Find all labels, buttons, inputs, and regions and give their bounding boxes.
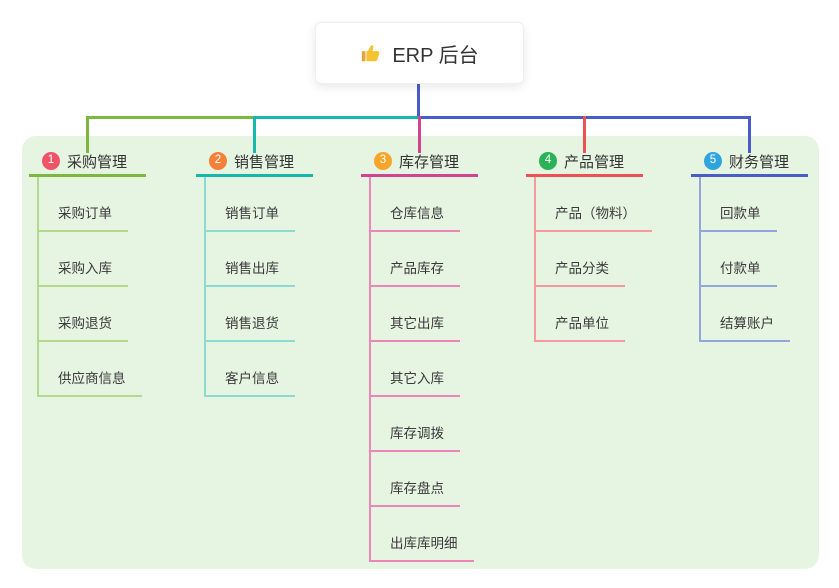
branches-panel <box>22 136 819 569</box>
branch-underline-4 <box>526 174 643 177</box>
child-node[interactable]: 产品分类 <box>534 260 625 287</box>
branch-drop-line-1 <box>86 116 89 153</box>
branch-badge: 3 <box>374 152 392 170</box>
branch-node-4[interactable]: 4 产品管理 <box>526 149 624 173</box>
root-node[interactable]: ERP 后台 <box>315 22 524 84</box>
branch-drop-line-3 <box>418 116 421 153</box>
child-node[interactable]: 产品单位 <box>534 315 625 342</box>
branch-drop-line-2 <box>253 116 256 153</box>
child-node[interactable]: 销售退货 <box>204 315 295 342</box>
child-node[interactable]: 仓库信息 <box>369 205 460 232</box>
child-node[interactable]: 采购退货 <box>37 315 128 342</box>
branch-label: 采购管理 <box>67 153 128 171</box>
connector-bus-middle <box>253 116 421 119</box>
branch-label: 财务管理 <box>729 153 790 171</box>
branch-badge: 1 <box>42 152 60 170</box>
child-node[interactable]: 回款单 <box>699 205 777 232</box>
branch-underline-1 <box>29 174 146 177</box>
branch-underline-2 <box>196 174 313 177</box>
branch-node-3[interactable]: 3 库存管理 <box>361 149 459 173</box>
branch-underline-3 <box>361 174 478 177</box>
branch-node-1[interactable]: 1 采购管理 <box>29 149 127 173</box>
child-node[interactable]: 采购订单 <box>37 205 128 232</box>
child-node[interactable]: 客户信息 <box>204 370 295 397</box>
child-node[interactable]: 采购入库 <box>37 260 128 287</box>
branch-node-5[interactable]: 5 财务管理 <box>691 149 789 173</box>
child-node[interactable]: 库存盘点 <box>369 480 460 507</box>
child-node[interactable]: 其它出库 <box>369 315 460 342</box>
branch-label: 销售管理 <box>234 153 295 171</box>
child-node[interactable]: 结算账户 <box>699 315 790 342</box>
child-node[interactable]: 其它入库 <box>369 370 460 397</box>
connector-bus-left <box>86 116 254 119</box>
child-node[interactable]: 库存调拨 <box>369 425 460 452</box>
branch-badge: 5 <box>704 152 722 170</box>
branch-node-2[interactable]: 2 销售管理 <box>196 149 294 173</box>
child-node[interactable]: 销售订单 <box>204 205 295 232</box>
branch-spine-line-2 <box>204 177 206 397</box>
branch-badge: 4 <box>539 152 557 170</box>
branch-spine-line-4 <box>534 177 536 342</box>
root-title: ERP 后台 <box>392 44 479 67</box>
branch-spine-line-5 <box>699 177 701 342</box>
branch-spine-line-3 <box>369 177 371 562</box>
child-node[interactable]: 产品库存 <box>369 260 460 287</box>
child-node[interactable]: 出库库明细 <box>369 535 474 562</box>
branch-badge: 2 <box>209 152 227 170</box>
branch-spine-line-1 <box>37 177 39 397</box>
branch-drop-line-4 <box>583 116 586 153</box>
child-node[interactable]: 产品（物料） <box>534 205 652 232</box>
thumbs-up-icon <box>360 42 382 64</box>
child-node[interactable]: 付款单 <box>699 260 777 287</box>
branch-underline-5 <box>691 174 808 177</box>
child-node[interactable]: 销售出库 <box>204 260 295 287</box>
branch-drop-line-5 <box>748 116 751 153</box>
branch-label: 产品管理 <box>564 153 625 171</box>
branch-label: 库存管理 <box>399 153 460 171</box>
root-connector-line <box>417 82 420 119</box>
child-node[interactable]: 供应商信息 <box>37 370 142 397</box>
